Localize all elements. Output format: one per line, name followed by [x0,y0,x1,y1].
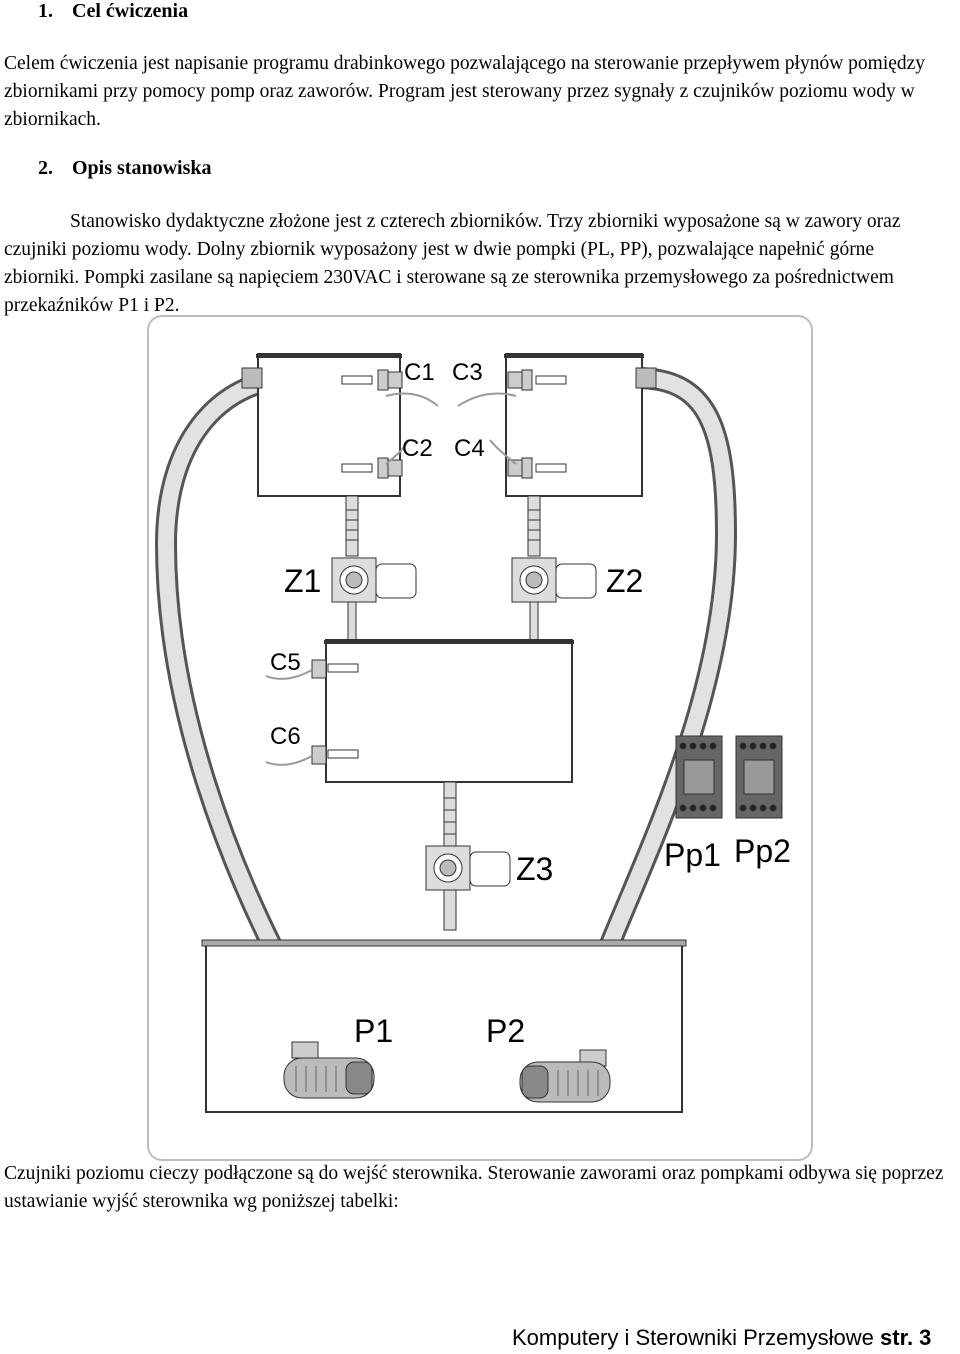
sensor-c6 [311,745,359,765]
label-pp1: Pp1 [664,837,721,873]
label-c6: C6 [270,723,301,750]
label-z3: Z3 [516,851,553,887]
label-z1: Z1 [284,563,321,599]
sensor-c5 [311,659,359,679]
paragraph-description: Stanowisko dydaktyczne złożone jest z cz… [4,211,901,316]
label-p2: P2 [486,1013,525,1049]
label-z2: Z2 [606,563,643,599]
label-pp2: Pp2 [734,833,791,869]
section-heading-2: 2. Opis stanowiska [38,157,212,180]
station-diagram: C1 C3 C2 C4 Z1 Z2 C5 C6 Z3 Pp1 Pp2 P1 P2 [147,315,813,1161]
fitting-left [241,367,263,389]
sensor-c4 [507,457,567,479]
valve-z2 [511,557,597,603]
paragraph-outputs: Czujniki poziomu cieczy podłączone są do… [4,1163,944,1212]
footer-title: Komputery i Sterowniki Przemysłowe [512,1325,874,1350]
sensor-c3 [507,369,567,391]
pump-p2 [519,1049,611,1103]
section-number: 1. [38,0,53,22]
sensor-c1 [341,369,403,391]
valve-z3 [425,845,511,891]
tank-upper-left [257,353,401,497]
pump-p1 [283,1041,375,1099]
label-c4: C4 [454,435,485,462]
relay-pp2 [735,735,783,819]
page-footer: Komputery i Sterowniki Przemysłowe str. … [512,1325,931,1351]
sensor-c2 [341,457,403,479]
relay-pp1 [675,735,723,819]
label-c2: C2 [402,435,433,462]
tank-middle [325,639,573,783]
label-c3: C3 [452,359,483,386]
label-p1: P1 [354,1013,393,1049]
paragraph-goal: Celem ćwiczenia jest napisanie programu … [4,53,926,130]
section-title: Cel ćwiczenia [72,0,189,22]
tank-bottom [205,941,683,1113]
section-heading-1: 1. Cel ćwiczenia [38,0,188,23]
footer-page-number: str. 3 [880,1325,932,1350]
label-c1: C1 [404,359,435,386]
section-number: 2. [38,157,53,179]
label-c5: C5 [270,649,301,676]
valve-z1 [331,557,417,603]
fitting-right [635,367,657,389]
section-title: Opis stanowiska [72,157,212,179]
